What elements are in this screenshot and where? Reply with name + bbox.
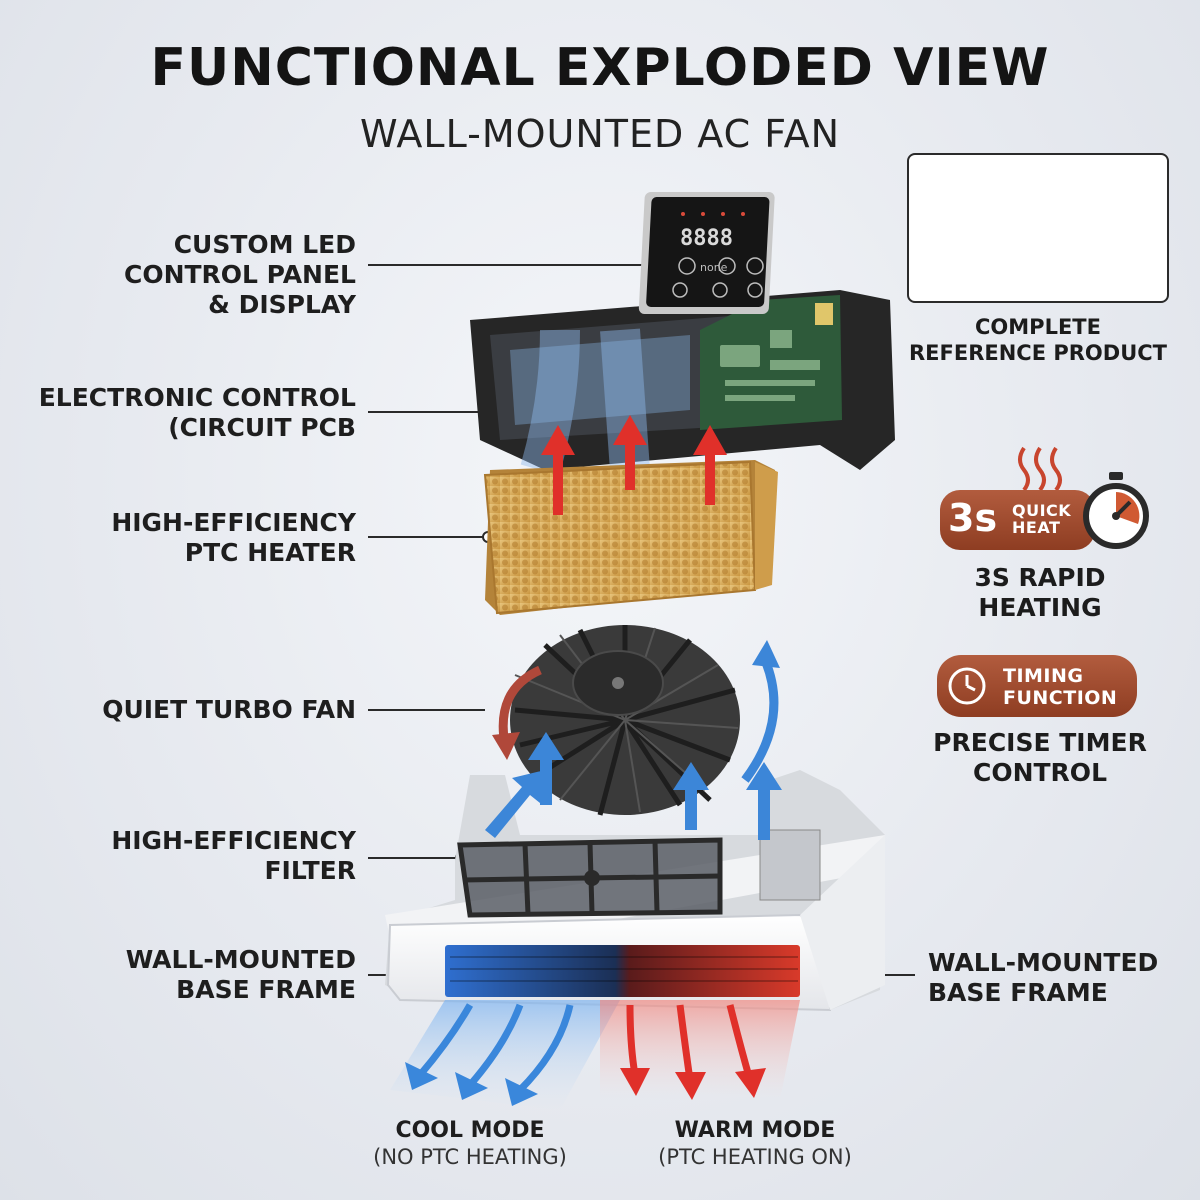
panel-button-text: none xyxy=(700,261,728,274)
air-vent xyxy=(445,945,800,997)
heat-waves-icon xyxy=(1018,446,1062,492)
cool-airflow xyxy=(390,1000,620,1110)
page-title: FUNCTIONAL EXPLODED VIEW xyxy=(150,38,1050,98)
filter-panel xyxy=(457,829,821,918)
label-filter: HIGH-EFFICIENCY FILTER xyxy=(111,826,356,885)
panel-button-icon xyxy=(747,282,763,298)
clock-icon xyxy=(948,667,986,705)
cool-air-up-arrows xyxy=(485,732,782,840)
panel-button-icon xyxy=(672,282,688,298)
quick-heat-badge: 3s QUICK HEAT xyxy=(940,490,1095,550)
side-module xyxy=(759,829,821,901)
label-fan: QUIET TURBO FAN xyxy=(102,695,356,724)
turbo-fan xyxy=(510,625,740,816)
label-led-panel: CUSTOM LED CONTROL PANEL & DISPLAY xyxy=(123,230,356,319)
panel-button-icon xyxy=(746,257,764,275)
label-base-left: WALL-MOUNTED BASE FRAME xyxy=(125,945,356,1004)
page-subtitle: WALL-MOUNTED AC FAN xyxy=(359,112,841,156)
panel-button-icon xyxy=(712,282,728,298)
stopwatch-icon xyxy=(1083,472,1149,549)
timing-badge: TIMING FUNCTION xyxy=(937,655,1137,717)
panel-button-icon xyxy=(718,257,736,275)
panel-digits: 8888 xyxy=(680,226,733,251)
ptc-heater xyxy=(483,460,778,615)
top-housing xyxy=(470,290,895,470)
label-heater: HIGH-EFFICIENCY PTC HEATER xyxy=(111,508,356,567)
timing-caption: PRECISE TIMER CONTROL xyxy=(933,728,1147,787)
label-pcb: ELECTRONIC CONTROL (CIRCUIT PCB xyxy=(38,383,356,442)
heat-arrows xyxy=(541,415,727,515)
rotation-arrow-right xyxy=(741,658,779,783)
cool-mode-caption: COOL MODE (NO PTC HEATING) xyxy=(373,1118,567,1169)
panel-button-icon xyxy=(678,257,696,275)
quick-heat-caption: 3S RAPID HEATING xyxy=(974,563,1106,622)
led-control-panel: 8888 none xyxy=(638,192,775,314)
reference-caption: COMPLETE REFERENCE PRODUCT xyxy=(909,315,1167,365)
label-base-right: WALL-MOUNTED BASE FRAME xyxy=(928,948,1159,1007)
warm-mode-caption: WARM MODE (PTC HEATING ON) xyxy=(658,1118,852,1169)
reference-product-frame xyxy=(907,153,1169,303)
warm-airflow xyxy=(600,1000,800,1100)
